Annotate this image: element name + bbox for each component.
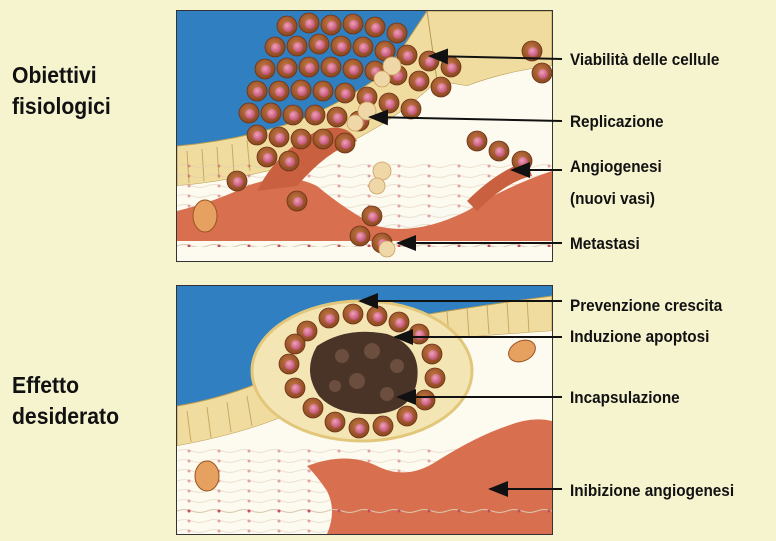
tumor-inhibition-illustration xyxy=(176,285,553,535)
section-title-desired-effect-line1: Effetto xyxy=(12,372,80,398)
label-apoptosis-induction: Induzione apoptosi xyxy=(570,327,710,346)
label-angiogenesis-sub: (nuovi vasi) xyxy=(570,189,656,208)
section-title-desired-effect-line2: desiderato xyxy=(12,403,120,429)
section-title-objectives-line1: Obiettivi xyxy=(12,62,97,88)
label-encapsulation: Incapsulazione xyxy=(570,388,680,407)
label-angiogenesis-inhibition: Inibizione angiogenesi xyxy=(570,481,735,500)
tumor-growth-illustration xyxy=(176,10,553,262)
section-title-objectives: Obiettivi fisiologici xyxy=(12,60,111,122)
label-replication: Replicazione xyxy=(570,112,664,131)
label-cell-viability: Viabilità delle cellule xyxy=(570,50,720,69)
section-title-desired-effect: Effetto desiderato xyxy=(12,370,119,432)
section-title-objectives-line2: fisiologici xyxy=(12,93,111,119)
label-metastasis: Metastasi xyxy=(570,234,640,253)
label-growth-prevention: Prevenzione crescita xyxy=(570,296,723,315)
label-angiogenesis: Angiogenesi xyxy=(570,157,662,176)
